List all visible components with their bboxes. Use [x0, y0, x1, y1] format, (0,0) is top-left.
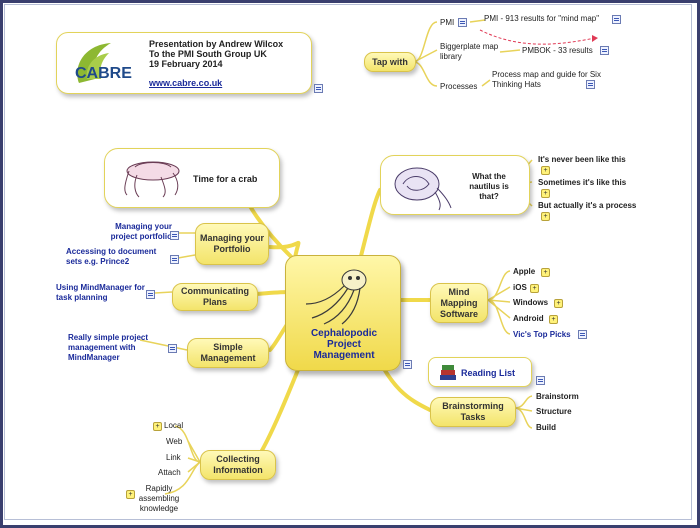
crab-card[interactable]: Time for a crab — [104, 148, 280, 208]
expand-icon[interactable]: + — [530, 284, 539, 293]
mind-mapping-software-topic[interactable]: Mind Mapping Software — [430, 283, 488, 323]
tap-pmi-detail[interactable]: PMI - 913 results for "mind map" — [484, 14, 600, 23]
central-title: Cephalopodic Project Management — [310, 328, 378, 361]
simple-management-topic[interactable]: Simple Management — [187, 338, 269, 368]
tap-pmbok-detail[interactable]: PMBOK - 33 results — [522, 46, 593, 55]
expand-icon[interactable]: + — [126, 490, 135, 499]
cabre-logo-text: CABRE — [75, 65, 132, 82]
software-item[interactable]: Apple — [513, 267, 536, 276]
presenter-line: Presentation by Andrew Wilcox — [149, 39, 284, 49]
simple-item[interactable]: Really simple project management with Mi… — [68, 333, 149, 362]
brainstorming-tasks-topic[interactable]: Brainstorming Tasks — [430, 397, 516, 427]
nautilus-label: What the nautilus is that? — [469, 172, 509, 201]
central-topic[interactable]: Cephalopodic Project Management — [285, 255, 401, 371]
crab-label: Time for a crab — [193, 174, 258, 184]
nautilus-illustration-icon — [394, 167, 452, 211]
note-icon[interactable] — [458, 18, 467, 27]
brainstorming-item[interactable]: Structure — [536, 407, 572, 416]
note-icon[interactable] — [600, 46, 609, 55]
cabre-swoosh-icon — [77, 43, 111, 83]
software-item[interactable]: Vic's Top Picks — [513, 330, 571, 339]
expand-icon[interactable]: + — [541, 189, 550, 198]
books-icon — [440, 365, 456, 380]
expand-icon[interactable]: + — [554, 299, 563, 308]
group-line: To the PMI South Group UK — [149, 49, 267, 59]
date-line: 19 February 2014 — [149, 59, 223, 69]
tap-processes[interactable]: Processes — [440, 82, 478, 91]
reading-list-label: Reading List — [461, 368, 516, 378]
nautilus-card[interactable]: What the nautilus is that? — [380, 155, 530, 215]
managing-portfolio-topic[interactable]: Managing your Portfolio — [195, 223, 269, 265]
crab-illustration-icon — [124, 161, 180, 198]
software-item[interactable]: iOS — [513, 283, 527, 292]
presentation-card: CABRE Presentation by Andrew Wilcox To t… — [56, 32, 312, 94]
expand-icon[interactable]: + — [541, 268, 550, 277]
nautilus-item[interactable]: Sometimes it's like this — [538, 178, 627, 187]
reading-list-card[interactable]: Reading List — [428, 357, 532, 387]
cabre-logo: CABRE — [71, 39, 133, 87]
expand-icon[interactable]: + — [541, 166, 550, 175]
note-icon[interactable] — [403, 360, 412, 369]
software-item[interactable]: Android — [513, 314, 544, 323]
collecting-item[interactable]: Link — [166, 453, 181, 462]
note-icon[interactable] — [314, 84, 323, 93]
nautilus-item[interactable]: It's never been like this — [538, 155, 626, 164]
note-icon[interactable] — [612, 15, 621, 24]
collecting-item[interactable]: Web — [166, 437, 183, 446]
collecting-information-topic[interactable]: Collecting Information — [200, 450, 276, 480]
note-icon[interactable] — [168, 344, 177, 353]
expand-icon[interactable]: + — [541, 212, 550, 221]
note-icon[interactable] — [536, 376, 545, 385]
tap-with-topic[interactable]: Tap with — [364, 52, 416, 72]
tap-biggerplate[interactable]: Biggerplate map library — [440, 42, 499, 61]
communicating-item[interactable]: Using MindManager for task planning — [56, 283, 145, 302]
note-icon[interactable] — [586, 80, 595, 89]
portfolio-item[interactable]: Managing your project portfolio — [110, 222, 172, 241]
collecting-item[interactable]: Local — [164, 421, 184, 430]
brainstorming-item[interactable]: Brainstorm — [536, 392, 579, 401]
cephalopod-illustration-icon — [305, 269, 367, 325]
portfolio-item[interactable]: Accessing to document sets e.g. Prince2 — [66, 247, 157, 266]
communicating-plans-topic[interactable]: Communicating Plans — [172, 283, 258, 311]
software-item[interactable]: Windows — [513, 298, 549, 307]
expand-icon[interactable]: + — [153, 422, 162, 431]
nautilus-item[interactable]: But actually it's a process — [538, 201, 637, 210]
note-icon[interactable] — [146, 290, 155, 299]
expand-icon[interactable]: + — [549, 315, 558, 324]
tap-processes-detail[interactable]: Process map and guide for Six Thinking H… — [492, 70, 601, 89]
note-icon[interactable] — [170, 255, 179, 264]
collecting-item[interactable]: Attach — [158, 468, 181, 477]
brainstorming-item[interactable]: Build — [536, 423, 556, 432]
tap-pmi[interactable]: PMI — [440, 18, 455, 27]
note-icon[interactable] — [578, 330, 587, 339]
collecting-item[interactable]: Rapidly assembling knowledge — [138, 484, 180, 513]
cabre-link[interactable]: www.cabre.co.uk — [149, 78, 223, 88]
note-icon[interactable] — [170, 231, 179, 240]
